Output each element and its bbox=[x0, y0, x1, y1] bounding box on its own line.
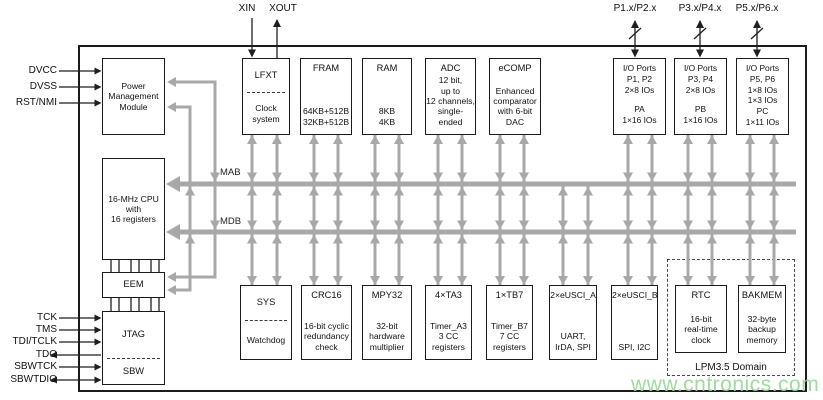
block-lfxt-clock: LFXT Clock system bbox=[242, 58, 290, 135]
block-adc: ADC 12 bit, up to 12 channels, single-en… bbox=[425, 58, 476, 135]
pin-label-xin: XIN bbox=[238, 3, 256, 14]
pmm-eem-connectors bbox=[167, 77, 220, 295]
block-pmm: Power Management Module bbox=[102, 58, 165, 135]
block-io-ports-p5-p6: I/O Ports P5, P6 1×8 IOs 1×3 IOs PC 1×11… bbox=[736, 58, 789, 135]
block-eusci-a: 2×eUSCI_A UART, IrDA, SPI bbox=[549, 285, 597, 360]
pin-label-dvcc: DVCC bbox=[28, 65, 57, 76]
pin-label-xout: XOUT bbox=[269, 3, 297, 14]
block-timer-b7: 1×TB7 Timer_B7 7 CC registers bbox=[486, 285, 533, 360]
block-cpu: 16-MHz CPU with 16 registers bbox=[102, 158, 165, 260]
block-rtc: RTC 16-bit real-time clock bbox=[675, 285, 727, 353]
pin-label-sbwtck: SBWTCK bbox=[14, 361, 57, 372]
block-io-ports-p3-p4: I/O Ports P3, P4 2×8 IOs PB 1×16 IOs bbox=[674, 58, 727, 135]
pin-label-p3p4: P3.x/P4.x bbox=[678, 3, 722, 14]
block-eusci-b: 2×eUSCI_B SPI, I2C bbox=[611, 285, 658, 360]
pin-label-dvss: DVSS bbox=[29, 81, 57, 92]
pin-label-tdi-tclk: TDI/TCLK bbox=[12, 336, 57, 347]
mdb-bus-label: MDB bbox=[220, 216, 242, 227]
pin-arrows bbox=[50, 18, 764, 384]
block-bakmem: BAKMEM 32-byte backup memory bbox=[738, 285, 786, 353]
pin-label-tck: TCK bbox=[37, 312, 57, 323]
block-io-ports-p1-p2: I/O Ports P1, P2 2×8 IOs PA 1×16 IOs bbox=[613, 58, 666, 135]
lpm35-domain-box: LPM3.5 Domain bbox=[667, 259, 795, 376]
block-ram: RAM 8KB 4KB bbox=[362, 58, 412, 135]
pin-label-p5p6: P5.x/P6.x bbox=[735, 3, 779, 14]
block-fram: FRAM 64KB+512B 32KB+512B bbox=[300, 58, 352, 135]
watermark: www.cntronics.com bbox=[631, 373, 820, 396]
cpu-eem-jtag-links bbox=[110, 260, 160, 311]
bus-lines bbox=[166, 176, 796, 240]
lpm35-domain-label: LPM3.5 Domain bbox=[695, 362, 767, 373]
mab-bus-label: MAB bbox=[220, 167, 241, 178]
block-ecomp: eCOMP Enhanced comparator with 6-bit DAC bbox=[489, 58, 541, 135]
pin-label-p1p2: P1.x/P2.x bbox=[613, 3, 657, 14]
pin-label-tms: TMS bbox=[35, 324, 57, 335]
block-timer-a3: 4×TA3 Timer_A3 3 CC registers bbox=[425, 285, 472, 360]
pin-label-rst-nmi: RST/NMI bbox=[15, 97, 57, 108]
block-mpy32: MPY32 32-bit hardware multiplier bbox=[362, 285, 412, 360]
bus-column-arrows bbox=[247, 135, 779, 285]
block-crc16: CRC16 16-bit cyclic redundancy check bbox=[301, 285, 352, 360]
pin-label-sbwtdio: SBWTDIO bbox=[10, 374, 57, 385]
pin-label-tdo: TDO bbox=[35, 349, 57, 360]
block-sys-watchdog: SYS Watchdog bbox=[240, 285, 292, 360]
block-eem: EEM bbox=[102, 272, 165, 298]
block-jtag: JTAG SBW bbox=[102, 311, 165, 385]
